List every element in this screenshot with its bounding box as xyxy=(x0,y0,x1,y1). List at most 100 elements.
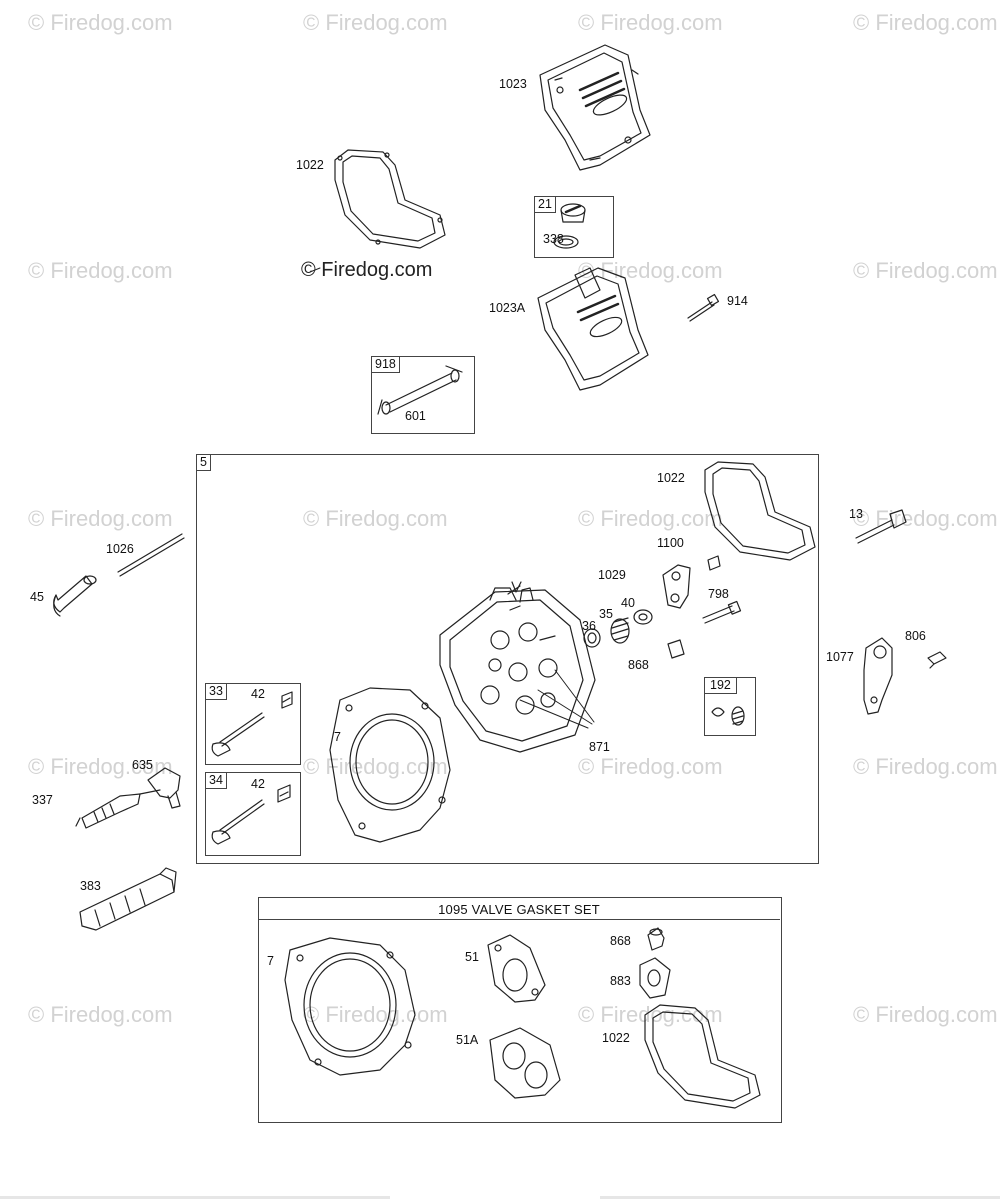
watermark: © Firedog.com xyxy=(28,10,173,35)
part-label: 1022 xyxy=(296,158,324,172)
part-label: 42 xyxy=(251,777,265,791)
watermark: © Firedog.com xyxy=(853,754,998,779)
part-label: 1026 xyxy=(106,542,134,556)
watermark: © Firedog.com xyxy=(578,506,723,531)
watermark: © Firedog.com xyxy=(303,10,448,35)
part-label: 601 xyxy=(405,409,426,423)
watermark: © Firedog.com xyxy=(28,754,173,779)
head-gasket-7-set-drawing xyxy=(284,937,416,1076)
intake-valve-kit-tag: 33 xyxy=(205,683,227,700)
part-label: 883 xyxy=(610,974,631,988)
screw-806-drawing xyxy=(927,651,947,669)
part-label: 871 xyxy=(589,740,610,754)
part-label: 1022 xyxy=(602,1031,630,1045)
breather-tube-kit-tag: 918 xyxy=(371,356,400,373)
part-label: 1100 xyxy=(657,536,684,550)
tappet-45-drawing xyxy=(53,575,97,617)
watermark: © Firedog.com xyxy=(28,258,173,283)
exhaust-valve-drawing xyxy=(211,784,291,845)
valve-gasket-set-title-bar xyxy=(258,897,780,920)
part-label: 383 xyxy=(80,879,101,893)
watermark: © Firedog.com xyxy=(853,1002,998,1027)
part-label: 45 xyxy=(30,590,44,604)
part-label: 1077 xyxy=(826,650,854,664)
armature-383-drawing xyxy=(79,867,177,931)
watermark: © Firedog.com xyxy=(853,258,998,283)
watermark: © Firedog.com xyxy=(303,1002,448,1027)
part-label: 1023 xyxy=(499,77,527,91)
tappet-868-set-drawing xyxy=(647,927,665,951)
copyright-notice: © Firedog.com xyxy=(301,259,433,281)
bolt-13-drawing xyxy=(855,509,907,544)
part-label: 36 xyxy=(582,619,596,633)
head-gasket-7-box-drawing xyxy=(329,687,451,843)
spark-plug-337-drawing xyxy=(75,793,141,829)
part-label: 1029 xyxy=(598,568,626,582)
gasket-1022-box-drawing xyxy=(704,461,816,561)
watermark: © Firedog.com xyxy=(578,754,723,779)
part-label: 35 xyxy=(599,607,613,621)
intake-valve-kit-box xyxy=(205,683,301,765)
cylinder-head-drawing xyxy=(439,581,596,753)
exhaust-valve-kit-tag: 34 xyxy=(205,772,227,789)
breather-tube-kit-box xyxy=(371,356,475,434)
part-label: 40 xyxy=(621,596,635,610)
watermark: © Firedog.com xyxy=(28,1002,173,1027)
part-label: 51 xyxy=(465,950,479,964)
part-label: 51A xyxy=(456,1033,479,1047)
exhaust-valve-kit-box xyxy=(205,772,301,856)
part-label: 337 xyxy=(32,793,53,807)
part-label: 914 xyxy=(727,294,748,308)
valve-cover-1023-drawing xyxy=(539,44,651,171)
valve-retainer-40-drawing xyxy=(633,609,653,625)
valve-gasket-set-title: 1095 VALVE GASKET SET xyxy=(438,902,600,917)
pushrod-1026-drawing xyxy=(117,533,185,577)
rocker-arm-1029-drawing xyxy=(662,564,691,609)
part-label: 42 xyxy=(251,687,265,701)
part-label: 1023A xyxy=(489,301,526,315)
part-label: 338 xyxy=(543,232,564,246)
clip-1100-drawing xyxy=(707,555,721,571)
watermark: © Firedog.com xyxy=(578,258,723,283)
retainer-kit-192-drawing xyxy=(711,706,745,726)
intake-valve-drawing xyxy=(211,691,293,757)
oil-fill-cap-drawing xyxy=(553,203,586,249)
bottom-rule-right xyxy=(600,1196,1000,1199)
bolt-914-drawing xyxy=(687,293,720,322)
valve-spring-35-drawing xyxy=(610,617,630,644)
part-label: 868 xyxy=(628,658,649,672)
part-label: 7 xyxy=(334,730,341,744)
part-label: 13 xyxy=(849,507,863,521)
watermark: © Firedog.com xyxy=(578,1002,723,1027)
watermark: © Firedog.com xyxy=(303,506,448,531)
gasket-51-drawing xyxy=(487,934,546,1003)
spark-plug-boot-635-drawing xyxy=(139,767,181,809)
tappet-868-drawing xyxy=(667,639,685,659)
part-label: 635 xyxy=(132,758,153,772)
valve-cover-1023a-drawing xyxy=(537,267,649,391)
cylinder-head-assembly-box xyxy=(196,454,819,864)
oil-fill-kit-box xyxy=(534,196,614,258)
watermark: © Firedog.com xyxy=(303,754,448,779)
gasket-51a-drawing xyxy=(489,1027,561,1099)
stud-798-drawing xyxy=(702,600,742,624)
gasket-883-drawing xyxy=(639,957,671,999)
breather-tube-601-drawing xyxy=(377,365,463,415)
valve-spring-retainer-kit-tag: 192 xyxy=(704,677,737,694)
part-label: 1022 xyxy=(657,471,685,485)
oil-fill-kit-tag: 21 xyxy=(534,196,556,213)
watermark: © Firedog.com xyxy=(28,506,173,531)
bracket-1077-drawing xyxy=(863,637,893,715)
part-label: 868 xyxy=(610,934,631,948)
watermark: © Firedog.com xyxy=(853,10,998,35)
gasket-1022-set-drawing xyxy=(644,1004,761,1109)
part-label: 7 xyxy=(267,954,274,968)
cylinder-head-assembly-tag: 5 xyxy=(196,454,211,471)
gasket-1022-top-drawing xyxy=(334,149,446,249)
part-label: 798 xyxy=(708,587,729,601)
bottom-rule-left xyxy=(0,1196,390,1199)
part-label: 806 xyxy=(905,629,926,643)
valve-gasket-set-box xyxy=(258,897,782,1123)
watermark: © Firedog.com xyxy=(578,10,723,35)
